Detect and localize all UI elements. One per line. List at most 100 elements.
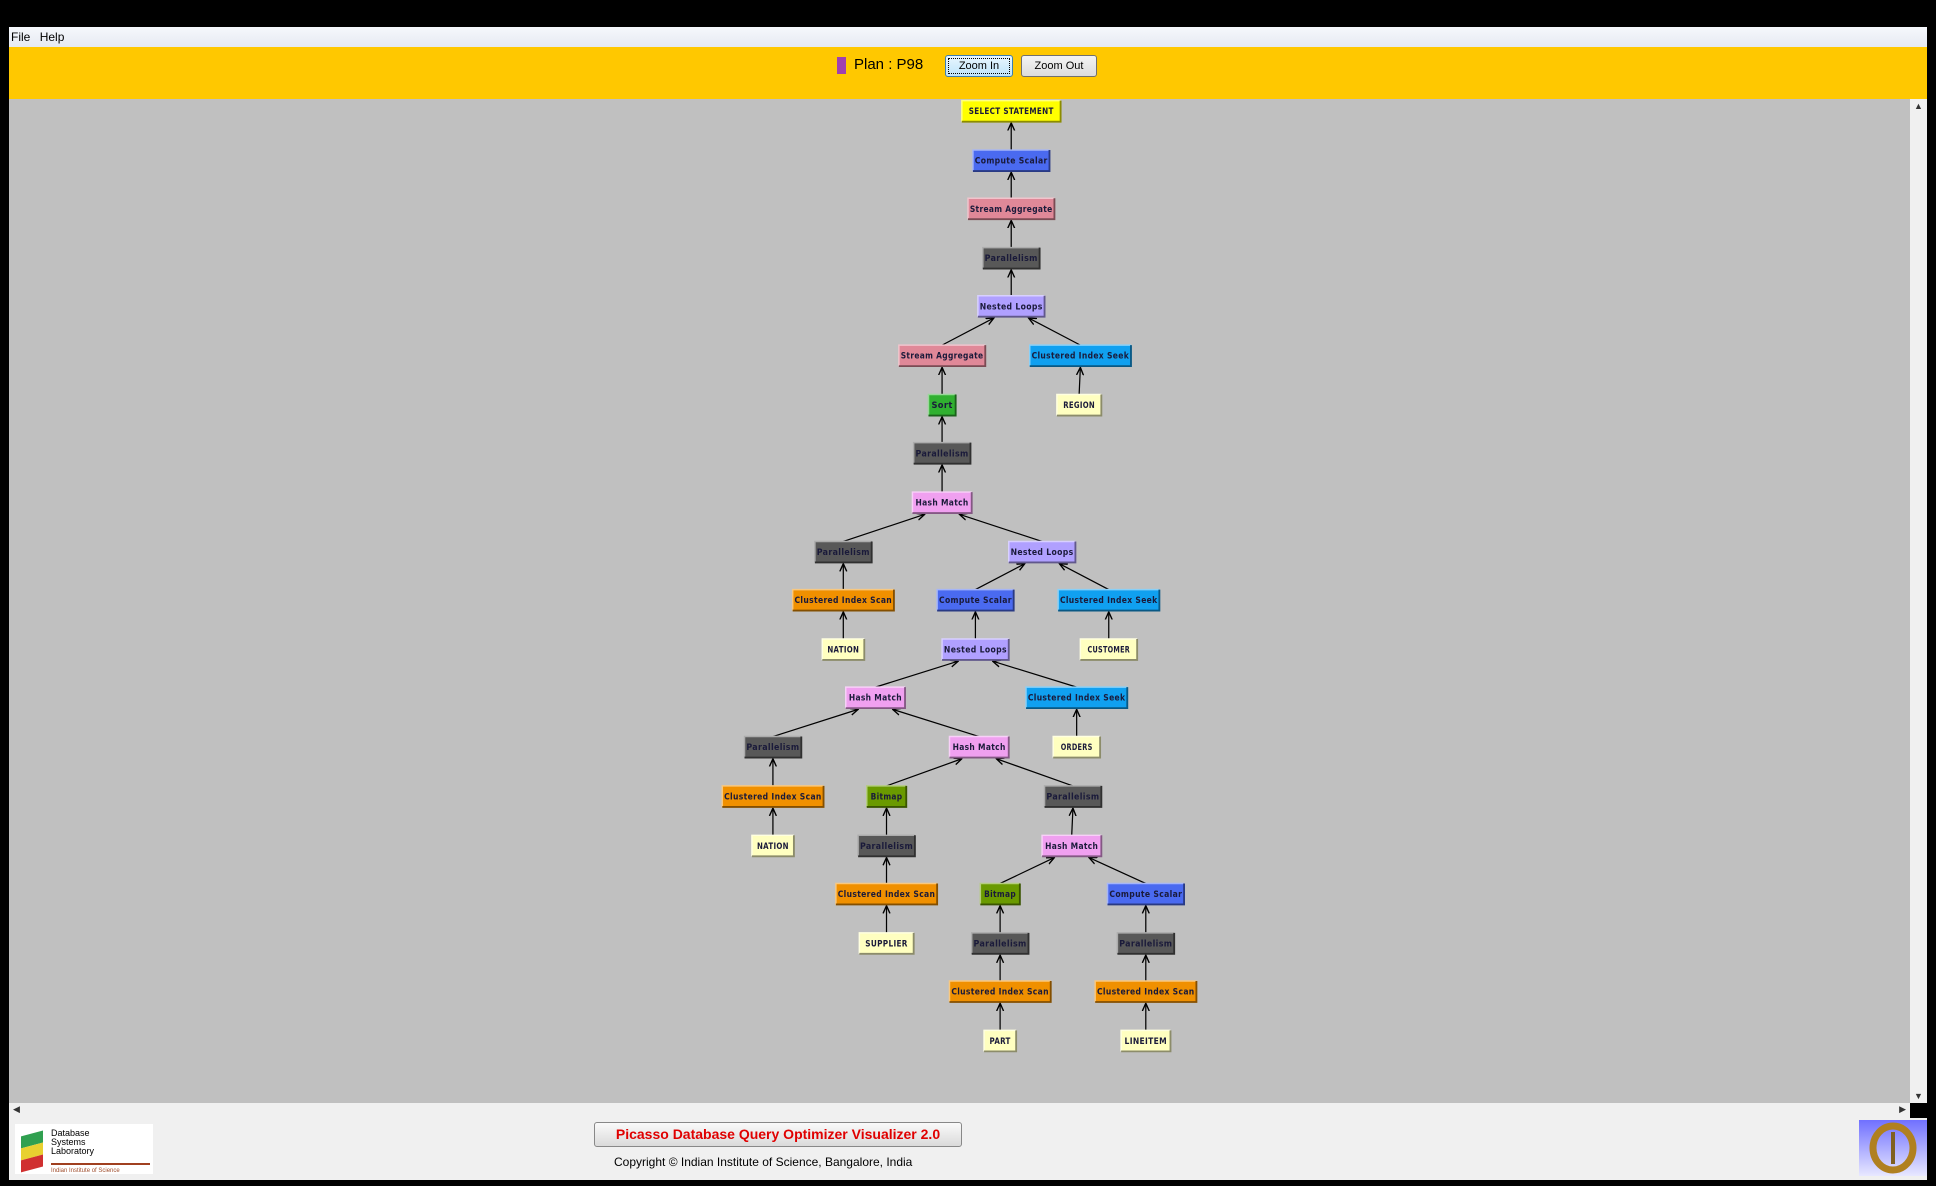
plan-node-table[interactable]: LINEITEM bbox=[1120, 1029, 1172, 1053]
plan-edge bbox=[893, 709, 980, 738]
plan-edge bbox=[1079, 367, 1080, 395]
plan-edge bbox=[1072, 808, 1073, 836]
scroll-down-icon[interactable]: ▼ bbox=[1914, 1091, 1923, 1101]
plan-node-label: Parallelism bbox=[974, 939, 1027, 949]
plan-node-compute[interactable]: Compute Scalar bbox=[972, 149, 1051, 172]
plan-node-label: Parallelism bbox=[860, 842, 913, 852]
plan-node-table[interactable]: ORDERS bbox=[1052, 735, 1102, 759]
plan-node-hash[interactable]: Hash Match bbox=[911, 491, 973, 514]
menu-bar: File Help bbox=[9, 27, 1927, 47]
plan-node-label: Clustered Index Seek bbox=[1028, 694, 1126, 704]
plan-node-scan[interactable]: Clustered Index Scan bbox=[1094, 980, 1198, 1003]
plan-node-parallel[interactable]: Parallelism bbox=[912, 441, 972, 465]
plan-node-table[interactable]: CUSTOMER bbox=[1079, 638, 1139, 661]
plan-node-hash[interactable]: Hash Match bbox=[1041, 834, 1103, 858]
plan-node-compute[interactable]: Compute Scalar bbox=[936, 588, 1015, 612]
plan-node-parallel[interactable]: Parallelism bbox=[970, 932, 1030, 955]
menu-help[interactable]: Help bbox=[39, 30, 65, 44]
scroll-right-icon[interactable]: ▶ bbox=[1899, 1104, 1906, 1114]
zoom-in-button[interactable]: Zoom In bbox=[945, 55, 1013, 77]
plan-edge bbox=[959, 514, 1043, 543]
plan-node-label: NATION bbox=[757, 842, 789, 852]
iisc-emblem-icon bbox=[1859, 1120, 1927, 1176]
plan-node-label: Bitmap bbox=[871, 793, 903, 803]
plan-node-hash[interactable]: Hash Match bbox=[948, 735, 1010, 759]
plan-node-label: Parallelism bbox=[746, 743, 799, 753]
vertical-scrollbar[interactable]: ▲ ▼ bbox=[1910, 99, 1927, 1103]
plan-node-select[interactable]: SELECT STATEMENT bbox=[961, 99, 1062, 123]
menu-file[interactable]: File bbox=[11, 30, 31, 44]
plan-node-nested[interactable]: Nested Loops bbox=[941, 638, 1010, 661]
plan-node-parallel[interactable]: Parallelism bbox=[814, 540, 873, 564]
logo-text: Systems bbox=[51, 1137, 86, 1147]
plan-edge bbox=[975, 564, 1024, 591]
plan-node-table[interactable]: SUPPLIER bbox=[858, 932, 915, 955]
plan-node-seek[interactable]: Clustered Index Seek bbox=[1057, 588, 1161, 612]
plan-node-nested[interactable]: Nested Loops bbox=[977, 295, 1046, 318]
plan-node-label: Nested Loops bbox=[944, 646, 1007, 656]
plan-node-label: LINEITEM bbox=[1125, 1037, 1167, 1047]
toolbar: Plan : P98 Zoom In Zoom Out bbox=[9, 47, 1927, 100]
plan-node-label: Clustered Index Scan bbox=[1097, 988, 1195, 998]
plan-node-sort[interactable]: Sort bbox=[927, 393, 957, 417]
plan-node-label: Compute Scalar bbox=[1109, 890, 1182, 900]
plan-node-scan[interactable]: Clustered Index Scan bbox=[721, 785, 825, 808]
plan-node-label: Stream Aggregate bbox=[970, 205, 1053, 215]
app-title-button[interactable]: Picasso Database Query Optimizer Visuali… bbox=[594, 1122, 962, 1147]
plan-node-label: Hash Match bbox=[953, 743, 1006, 753]
plan-node-label: Parallelism bbox=[817, 548, 870, 558]
plan-node-label: Parallelism bbox=[916, 449, 969, 459]
scroll-left-icon[interactable]: ◀ bbox=[13, 1104, 20, 1114]
plan-edge bbox=[993, 661, 1077, 688]
plan-node-label: Sort bbox=[931, 401, 952, 411]
plan-node-parallel[interactable]: Parallelism bbox=[1116, 932, 1176, 955]
plan-node-label: NATION bbox=[827, 646, 859, 656]
plan-color-swatch bbox=[837, 57, 846, 74]
logo-text: Laboratory bbox=[51, 1146, 95, 1156]
plan-node-table[interactable]: REGION bbox=[1056, 393, 1103, 417]
plan-edge bbox=[772, 709, 858, 738]
plan-edge bbox=[875, 661, 958, 688]
plan-node-label: Clustered Index Scan bbox=[795, 596, 893, 606]
plan-node-bitmap[interactable]: Bitmap bbox=[979, 882, 1021, 906]
plan-node-table[interactable]: PART bbox=[983, 1029, 1018, 1053]
plan-node-seek[interactable]: Clustered Index Seek bbox=[1028, 344, 1132, 368]
plan-node-stream[interactable]: Stream Aggregate bbox=[967, 197, 1056, 221]
plan-node-nested[interactable]: Nested Loops bbox=[1008, 540, 1077, 564]
plan-node-compute[interactable]: Compute Scalar bbox=[1106, 882, 1185, 906]
plan-node-label: Clustered Index Scan bbox=[951, 988, 1049, 998]
plan-node-label: ORDERS bbox=[1061, 743, 1093, 753]
plan-node-label: Bitmap bbox=[984, 890, 1016, 900]
plan-node-parallel[interactable]: Parallelism bbox=[857, 834, 916, 858]
plan-node-label: Hash Match bbox=[1045, 842, 1098, 852]
plan-node-seek[interactable]: Clustered Index Seek bbox=[1025, 686, 1129, 710]
scroll-up-icon[interactable]: ▲ bbox=[1914, 101, 1923, 111]
plan-node-parallel[interactable]: Parallelism bbox=[982, 246, 1041, 270]
plan-node-hash[interactable]: Hash Match bbox=[845, 686, 906, 710]
plan-node-table[interactable]: NATION bbox=[821, 638, 866, 661]
plan-node-parallel[interactable]: Parallelism bbox=[743, 735, 803, 759]
plan-node-label: Parallelism bbox=[1046, 793, 1099, 803]
plan-node-parallel[interactable]: Parallelism bbox=[1043, 785, 1103, 808]
plan-edge bbox=[941, 318, 994, 346]
plan-node-label: Nested Loops bbox=[1011, 548, 1074, 558]
plan-node-table[interactable]: NATION bbox=[751, 834, 795, 858]
plan-label: Plan : P98 bbox=[854, 56, 924, 73]
plan-node-scan[interactable]: Clustered Index Scan bbox=[948, 980, 1052, 1003]
plan-node-label: REGION bbox=[1063, 401, 1095, 411]
plan-node-label: SUPPLIER bbox=[865, 939, 907, 949]
logo-text: Database bbox=[51, 1128, 90, 1138]
plan-edge bbox=[999, 858, 1054, 885]
zoom-out-button[interactable]: Zoom Out bbox=[1021, 55, 1097, 77]
plan-edge bbox=[1089, 858, 1147, 885]
plan-node-bitmap[interactable]: Bitmap bbox=[866, 785, 908, 808]
plan-node-label: Hash Match bbox=[849, 694, 902, 704]
plan-node-scan[interactable]: Clustered Index Scan bbox=[835, 882, 939, 906]
plan-node-label: Compute Scalar bbox=[975, 157, 1048, 167]
plan-node-scan[interactable]: Clustered Index Scan bbox=[791, 588, 895, 612]
plan-node-stream[interactable]: Stream Aggregate bbox=[898, 344, 987, 368]
plan-node-label: Parallelism bbox=[985, 254, 1038, 264]
